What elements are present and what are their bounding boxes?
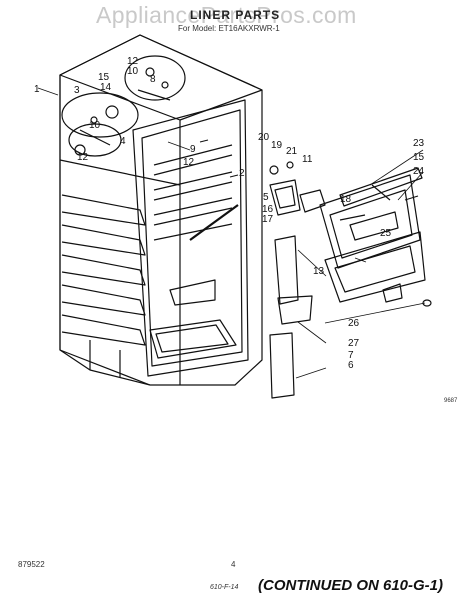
callout-26: 26 bbox=[348, 318, 360, 329]
callout-25: 25 bbox=[380, 228, 392, 239]
illustration-code: 9687 bbox=[444, 398, 458, 404]
rod-part bbox=[189, 204, 239, 241]
page-title: LINER PARTS bbox=[190, 8, 281, 22]
callout-10b: 10 bbox=[89, 120, 101, 131]
callout-20: 20 bbox=[258, 132, 270, 143]
callout-14: 14 bbox=[100, 82, 112, 93]
callout-9: 9 bbox=[190, 144, 196, 155]
document-number: 879522 bbox=[18, 560, 45, 569]
callout-11: 11 bbox=[302, 154, 313, 165]
callout-12a: 12 bbox=[127, 56, 139, 67]
callout-21: 21 bbox=[286, 146, 298, 157]
callout-16: 16 bbox=[262, 204, 274, 215]
callout-17: 17 bbox=[262, 214, 274, 225]
model-number: For Model: ET16AKXRWR-1 bbox=[178, 24, 280, 33]
callout-2: 2 bbox=[239, 168, 245, 179]
damper-assembly bbox=[269, 161, 326, 216]
callout-19: 19 bbox=[271, 140, 283, 151]
front-frame bbox=[132, 99, 249, 377]
duct-panel bbox=[269, 214, 366, 399]
page-number: 4 bbox=[231, 560, 236, 569]
callout-3: 3 bbox=[74, 85, 80, 96]
callout-1: 1 bbox=[34, 84, 40, 95]
callout-24: 24 bbox=[413, 166, 425, 177]
callout-5: 5 bbox=[263, 192, 269, 203]
callout-4: 4 bbox=[120, 136, 126, 147]
callout-18: 18 bbox=[340, 194, 352, 205]
callout-6: 6 bbox=[348, 360, 354, 371]
callout-13: 13 bbox=[313, 266, 325, 277]
callout-15a: 15 bbox=[98, 72, 110, 83]
watermark: AppliancePartsPros.com bbox=[96, 2, 357, 28]
callout-12c: 12 bbox=[77, 152, 89, 163]
callout-7: 7 bbox=[348, 350, 354, 361]
control-housing bbox=[61, 55, 186, 157]
continued-note: (CONTINUED ON 610-G-1) bbox=[258, 577, 444, 594]
page-reference: 610-F-14 bbox=[210, 584, 239, 591]
callout-8: 8 bbox=[150, 74, 156, 85]
callout-12b: 12 bbox=[183, 157, 195, 168]
callout-10a: 10 bbox=[127, 66, 139, 77]
fan-shroud-assembly bbox=[319, 167, 432, 307]
callout-23: 23 bbox=[413, 138, 425, 149]
callout-15b: 15 bbox=[413, 152, 425, 163]
callout-27: 27 bbox=[348, 338, 360, 349]
